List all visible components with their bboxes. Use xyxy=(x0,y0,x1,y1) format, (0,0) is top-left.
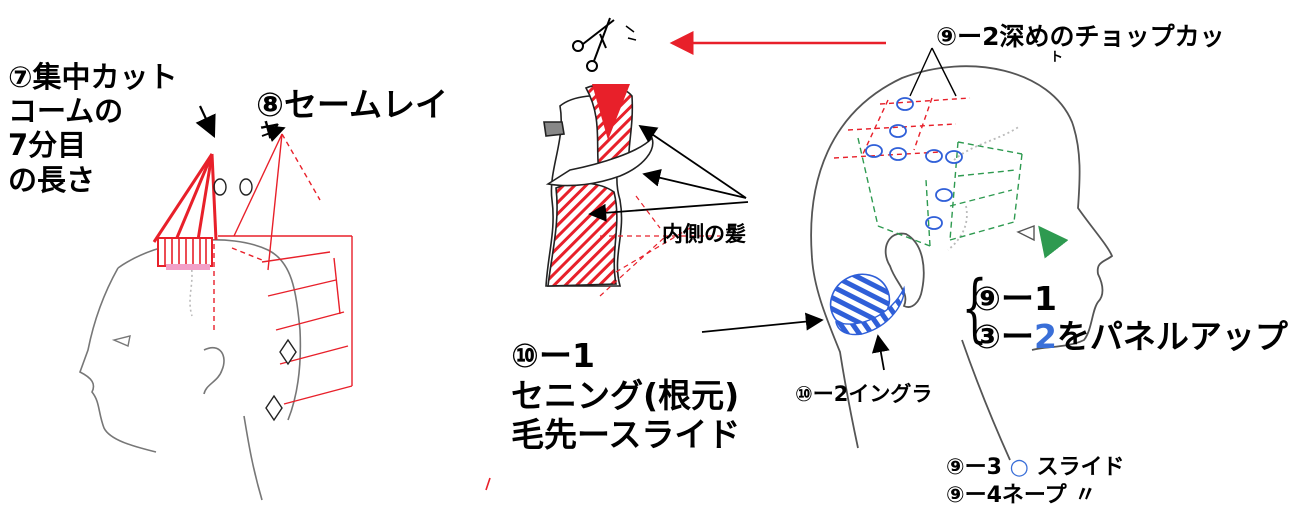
left-head-outline xyxy=(79,239,302,501)
label-line: ⑨ー4ネープ 〃 xyxy=(946,482,1097,508)
deep-chop-label: ⑨ー2深めのチョップカッ ト xyxy=(936,22,1225,65)
concentrated-cut-pointer xyxy=(195,105,216,138)
label-line: ⑧セームレイ xyxy=(256,85,448,124)
deep-chop-sections xyxy=(833,97,971,159)
label-line: コームの xyxy=(8,94,124,129)
strand-guide-lines xyxy=(599,195,720,297)
label-line: ト xyxy=(1050,49,1064,65)
label-line: ⑨ー1 xyxy=(973,279,1057,318)
tick-mark xyxy=(485,477,491,491)
label-line: 毛先ースライド xyxy=(511,415,741,455)
scissors-icon xyxy=(572,17,637,72)
diamond-icon xyxy=(265,338,297,422)
same-layer-label: ⑧セームレイ ヤ xyxy=(256,85,448,143)
twisted-strand xyxy=(543,84,654,287)
twist-arrows xyxy=(588,124,749,222)
concentrated-cut-lines xyxy=(152,153,218,243)
panel-up-label: ⑨ー1 ③ー2をパネルアップ xyxy=(973,280,1288,356)
deep-chop-leaders xyxy=(909,47,957,97)
nape-label: ⑨ー3 ○ スライド ⑨ー4ネープ 〃 xyxy=(946,454,1125,509)
label-line: ⑦集中カット xyxy=(8,60,178,94)
slide-circles xyxy=(865,97,963,230)
face-direction-arrow xyxy=(1038,225,1069,259)
panel-sections xyxy=(857,137,1023,247)
label-line: セニング(根元) xyxy=(511,375,740,415)
thinning-pointer xyxy=(701,312,824,333)
label-line: ⑩ー1 xyxy=(511,336,595,375)
cutting-wedge xyxy=(592,84,630,140)
nape-prefix: ⑨ー3 xyxy=(946,455,1002,480)
panel-up-prefix: ③ー xyxy=(973,316,1034,356)
elevation-circles xyxy=(213,178,253,196)
ingura-pointer xyxy=(871,334,890,371)
label-line: ⑨ー3 ○ スライド xyxy=(946,454,1125,482)
label-line: の長さ xyxy=(8,162,96,197)
eye-icon xyxy=(1016,224,1035,242)
right-head-outline xyxy=(810,65,1114,461)
thinning-area xyxy=(829,273,905,336)
label-line: ヤ xyxy=(260,117,280,142)
label-line: 7分目 xyxy=(8,128,87,163)
comb-section xyxy=(157,237,213,270)
label-line: ⑨ー2深めのチョップカッ xyxy=(936,22,1225,51)
slide-circle-icon: ○ xyxy=(1009,455,1029,480)
brace-icon: { xyxy=(961,265,988,351)
concentrated-cut-label: ⑦集中カット コームの 7分目 の長さ xyxy=(8,60,178,197)
inner-hair-label: 内側の髪 xyxy=(662,222,746,246)
nape-suffix: スライド xyxy=(1036,455,1125,480)
same-layer-guide xyxy=(213,133,353,405)
thinning-label: ⑩ー1 セニング(根元) 毛先ースライド xyxy=(511,336,740,455)
eye-icon xyxy=(111,335,131,347)
label-line: ③ー2をパネルアップ xyxy=(973,316,1288,356)
panel-up-number: 2 xyxy=(1033,316,1057,356)
same-layer-pointer xyxy=(261,125,286,142)
panel-up-suffix: をパネルアップ xyxy=(1056,316,1288,356)
ingura-label: ⑩ー2イングラ xyxy=(795,382,933,406)
